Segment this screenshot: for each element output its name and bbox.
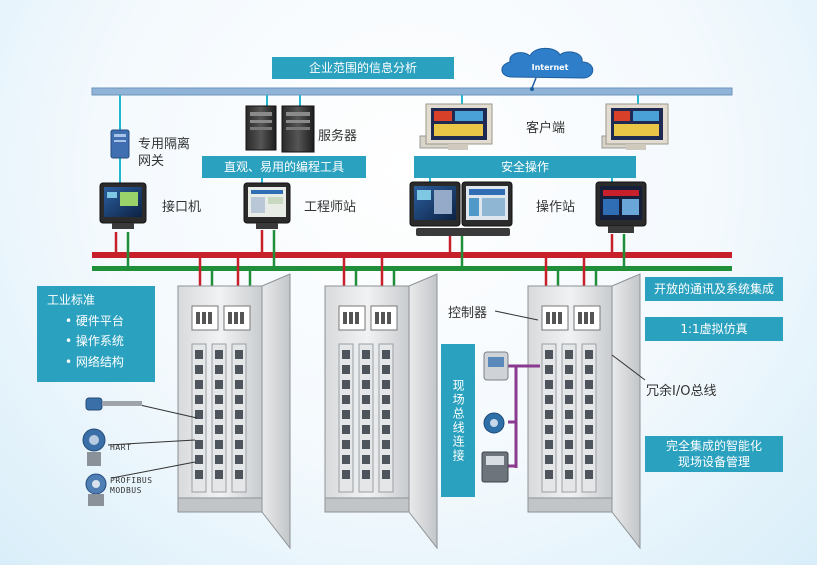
programming-tools-box: 直观、易用的编程工具 [202, 156, 366, 178]
client-pc-2 [601, 103, 669, 150]
controller-drops [198, 258, 598, 290]
operator-station-monitors [409, 181, 513, 236]
client-pc-1 [419, 103, 493, 150]
pointer-lines [107, 310, 646, 479]
control-bus-red [92, 252, 732, 258]
control-bus-green [92, 266, 732, 271]
client-label: 客户端 [526, 121, 566, 136]
fieldbus-box: 现场总线连接 [441, 344, 475, 497]
fieldbus-valve-icon [483, 351, 509, 381]
industry-standard-title: 工业标准 [47, 293, 96, 307]
servers-label: 服务器 [318, 129, 358, 144]
server-towers [245, 105, 315, 153]
enterprise-bus [91, 87, 733, 96]
fieldbus-transmitter-icon [483, 412, 505, 434]
industry-standard-item: • 操作系统 [65, 334, 124, 349]
gateway-label: 专用隔离 网关 [138, 137, 191, 169]
industry-standard-box: 工业标准 • 硬件平台 • 操作系统 • 网络结构 [37, 286, 155, 382]
redundant-io-bus-label: 冗余I/O总线 [646, 384, 717, 399]
interface-station-monitor [99, 182, 147, 229]
cloud-label: Internet [531, 63, 569, 72]
controller-cabinet [324, 273, 438, 550]
engineer-station-monitor [243, 182, 291, 229]
operator-station-label: 操作站 [536, 200, 576, 215]
controller-cabinet [527, 273, 641, 550]
controller-cabinet [177, 273, 291, 550]
fieldbus-links [508, 364, 540, 468]
field-mgmt-box: 完全集成的智能化 现场设备管理 [645, 436, 783, 472]
operator-station-2-monitor [595, 181, 647, 233]
safe-operation-box: 安全操作 [414, 156, 636, 178]
station-drops [114, 230, 626, 266]
internet-cloud [501, 47, 594, 91]
virtual-sim-box: 1:1虚拟仿真 [645, 317, 783, 341]
temperature-sensor-icon [85, 397, 142, 411]
industry-standard-item: • 网络结构 [65, 354, 124, 369]
hart-label: HART [110, 443, 132, 452]
fieldbus-box-text: 现场总线连接 [451, 378, 466, 463]
profibus-modbus-label: PROFIBUS MODBUS [110, 476, 153, 495]
open-comm-box: 开放的通讯及系统集成 [645, 277, 783, 301]
controller-label: 控制器 [448, 306, 488, 321]
controller-cabinets [177, 273, 641, 550]
profibus-transmitter-icon [85, 473, 107, 506]
gateway-device [110, 129, 130, 159]
industry-standard-item: • 硬件平台 [65, 314, 124, 329]
fieldbus-meter-icon [481, 451, 509, 483]
interface-station-label: 接口机 [162, 200, 202, 215]
hart-transmitter-icon [82, 428, 106, 466]
top-banner: 企业范围的信息分析 [272, 57, 454, 79]
engineer-station-label: 工程师站 [304, 200, 357, 215]
